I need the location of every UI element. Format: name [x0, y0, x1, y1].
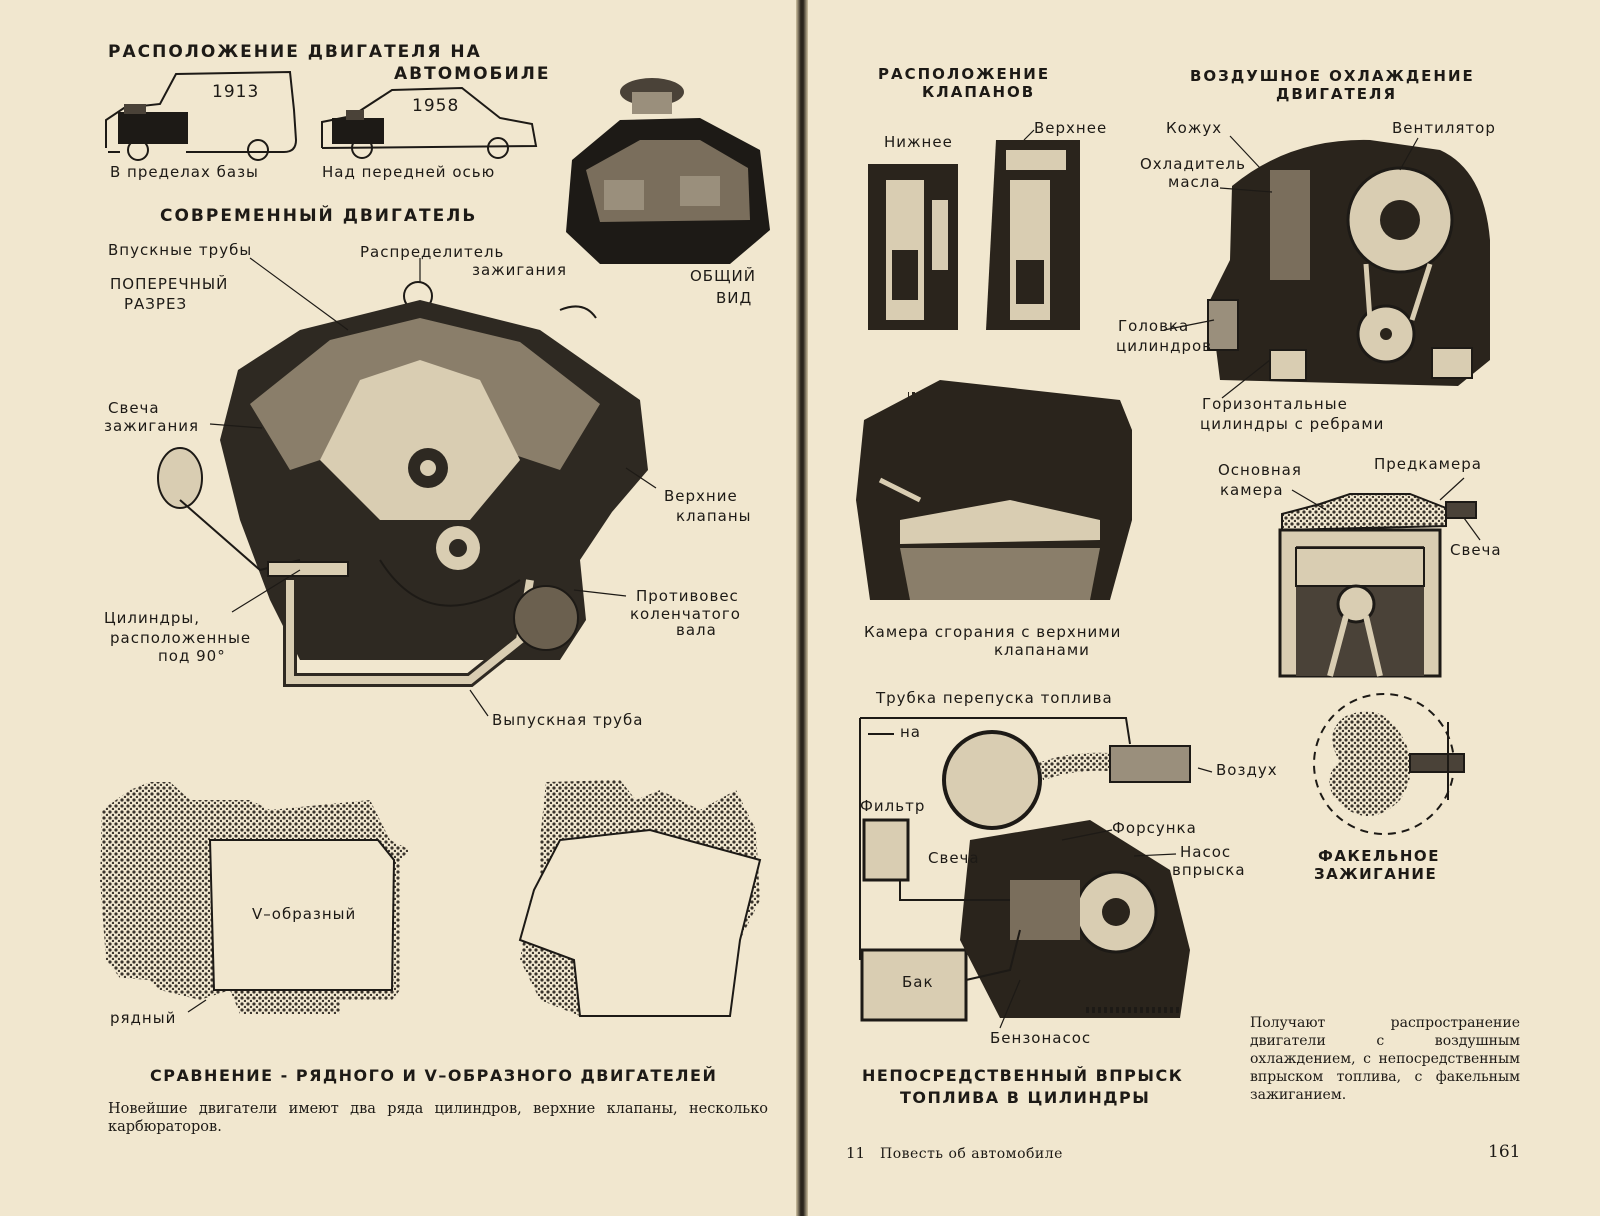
label-counterweight-line3: вала	[676, 621, 717, 639]
label-air: Воздух	[1216, 761, 1278, 779]
label-oil-cooler-line1: Охладитель	[1140, 155, 1246, 173]
label-horizontal-cylinders-line2: цилиндры с ребрами	[1200, 415, 1385, 433]
book-gutter	[796, 0, 808, 1216]
label-exhaust-pipe: Выпускная труба	[492, 711, 644, 729]
general-view-line1: ОБЩИЙ	[690, 267, 756, 285]
v8-cross-section-illustration	[157, 281, 648, 687]
torch-caption-line2: ЗАЖИГАНИЕ	[1314, 865, 1438, 883]
footer-signature-number: 11	[846, 1144, 866, 1162]
valves-title-line1: РАСПОЛОЖЕНИЕ	[878, 65, 1051, 83]
car-new-year: 1958	[412, 96, 460, 116]
car-1913-illustration	[105, 70, 298, 161]
torch-ignition-illustration	[1313, 693, 1465, 835]
car-new-caption: Над передней осью	[322, 163, 496, 181]
label-fuel-pump: Бензонасос	[990, 1029, 1092, 1047]
label-cylinders-line2: расположенные	[110, 629, 252, 647]
label-main-chamber-line2: камера	[1220, 481, 1284, 499]
comparison-caption: СРАВНЕНИЕ - РЯДНОГО И V–ОБРАЗНОГО ДВИГАТ…	[150, 1066, 718, 1085]
label-oil-cooler-line2: масла	[1168, 173, 1221, 191]
label-plug: Свеча	[1450, 541, 1502, 559]
injection-caption-line2: ТОПЛИВА В ЦИЛИНДРЫ	[900, 1088, 1151, 1107]
label-bypass-tube: Трубка перепуска топлива	[876, 689, 1113, 707]
label-distributor-line1: Распределитель	[360, 243, 505, 261]
label-combustion-line1: Камера сгорания с верхними	[864, 623, 1122, 641]
label-distributor-line2: зажигания	[472, 261, 568, 279]
car-old-year: 1913	[212, 82, 260, 102]
modern-engine-title: СОВРЕМЕННЫЙ ДВИГАТЕЛЬ	[160, 206, 478, 226]
prechamber-illustration	[1278, 477, 1481, 678]
cross-section-line1: ПОПЕРЕЧНЫЙ	[110, 275, 229, 293]
label-inline-engine: рядный	[110, 1009, 177, 1027]
label-injector: Форсунка	[1112, 819, 1197, 837]
injection-caption-line1: НЕПОСРЕДСТВЕННЫЙ ВПРЫСК	[862, 1066, 1184, 1085]
torch-caption-line1: ФАКЕЛЬНОЕ	[1318, 847, 1440, 865]
page-number: 161	[1488, 1142, 1521, 1162]
engine-general-view-illustration	[566, 78, 770, 264]
label-to-tank: на	[900, 723, 921, 741]
cross-section-line2: РАЗРЕЗ	[124, 295, 188, 313]
valve-arrangement-illustration	[868, 129, 1080, 330]
label-intake-pipes: Впускные трубы	[108, 241, 253, 259]
air-cooled-engine-illustration	[1207, 139, 1490, 386]
leader-lines-left	[209, 257, 657, 717]
label-counterweight-line2: коленчатого	[630, 605, 741, 623]
label-cylinders-line1: Цилиндры,	[104, 609, 201, 627]
label-pump-line2: впрыска	[1172, 861, 1246, 879]
combustion-chamber-illustration	[856, 380, 1132, 600]
label-spark-plug-line2: зажигания	[104, 417, 200, 435]
air-cooling-title-line1: ВОЗДУШНОЕ ОХЛАЖДЕНИЕ	[1190, 67, 1475, 85]
label-cylinder-head-line2: цилиндров	[1116, 337, 1213, 355]
label-upper-valves-line1: Верхние	[664, 487, 738, 505]
leader-lines-air-cooling	[1163, 135, 1419, 399]
engine-placement-title-line1: РАСПОЛОЖЕНИЕ ДВИГАТЕЛЯ НА	[108, 42, 482, 62]
car-1958-illustration	[321, 86, 538, 159]
label-cylinders-line3: под 90°	[158, 647, 226, 665]
right-body-text: Получают распространение двигатели с воз…	[1250, 1015, 1520, 1103]
label-plug-injection: Свеча	[928, 849, 980, 867]
label-pump-line1: Насос	[1180, 843, 1232, 861]
footer-book-title: Повесть об автомобиле	[880, 1146, 1063, 1162]
valve-lower-label: Нижнее	[884, 133, 953, 151]
car-old-caption: В пределах базы	[110, 163, 259, 181]
label-tank: Бак	[902, 973, 934, 991]
label-cylinder-head-line1: Головка	[1118, 317, 1190, 335]
valve-upper-label: Верхнее	[1034, 119, 1108, 137]
label-spark-plug-line1: Свеча	[108, 399, 160, 417]
label-combustion-line2: клапанами	[994, 641, 1090, 659]
engine-comparison-silhouettes	[100, 780, 762, 1017]
label-main-chamber-line1: Основная	[1218, 461, 1302, 479]
left-body-text: Новейшие двигатели имеют два ряда цилинд…	[108, 1101, 768, 1135]
label-casing: Кожух	[1166, 119, 1223, 137]
label-v-engine: V–образный	[252, 905, 357, 923]
label-upper-valves-line2: клапаны	[676, 507, 752, 525]
label-filter: Фильтр	[860, 797, 926, 815]
label-counterweight-line1: Противовес	[636, 587, 739, 605]
air-cooling-title-line2: ДВИГАТЕЛЯ	[1276, 85, 1398, 103]
valves-title-line2: КЛАПАНОВ	[922, 83, 1036, 101]
label-horizontal-cylinders-line1: Горизонтальные	[1202, 395, 1348, 413]
label-prechamber: Предкамера	[1374, 455, 1482, 473]
label-fan: Вентилятор	[1392, 119, 1496, 137]
engine-placement-title-line2: АВТОМОБИЛЕ	[394, 64, 551, 84]
general-view-line2: ВИД	[716, 289, 753, 307]
fuel-injection-illustration	[859, 717, 1213, 1029]
